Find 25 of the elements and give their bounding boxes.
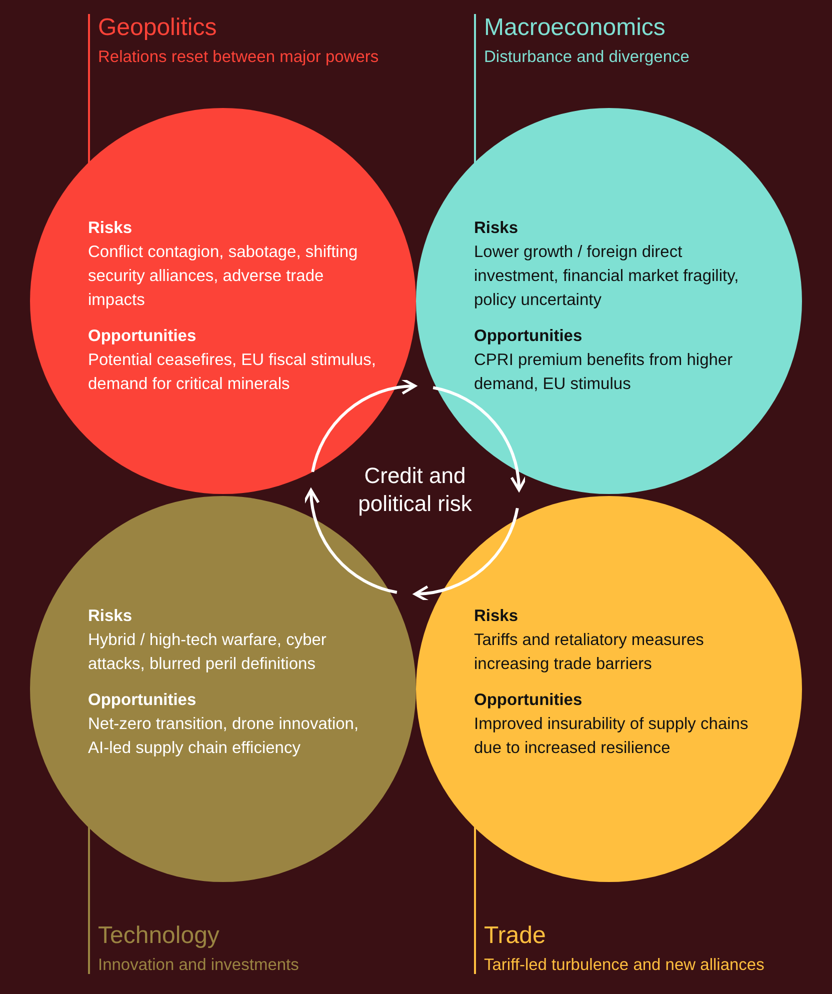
section-text: Tariffs and retaliatory measures increasing trade barriers (474, 630, 705, 675)
topic-subtitle: Disturbance and divergence (484, 48, 690, 67)
section-heading: Risks (474, 606, 520, 627)
section-text: Net-zero transition, drone innovation, AI-led supply chain efficiency (88, 714, 360, 759)
section-heading: Opportunities (474, 326, 584, 347)
topic-heading: Macroeconomics (484, 14, 666, 42)
section-text: Hybrid / high-tech warfare, cyber attacks, blurred peril definitions (88, 630, 328, 675)
topic-heading: Technology (98, 922, 220, 950)
section-heading: Risks (88, 218, 134, 239)
topic-subtitle: Tariff-led turbulence and new alliances (484, 956, 764, 975)
topic-subtitle: Relations reset between major powers (98, 48, 379, 67)
topic-heading: Geopolitics (98, 14, 217, 42)
topic-subtitle: Innovation and investments (98, 956, 299, 975)
section-heading: Opportunities (88, 690, 198, 711)
section-heading: Opportunities (474, 690, 584, 711)
section-text: Conflict contagion, sabotage, shifting security alliances, adverse trade impacts (88, 242, 359, 311)
section-text: Improved insurability of supply chains due to increased resilience (474, 714, 750, 759)
section-text: CPRI premium benefits from higher demand, EU stimulus (474, 350, 734, 395)
topic-heading: Trade (484, 922, 546, 950)
section-heading: Risks (88, 606, 134, 627)
section-heading: Risks (474, 218, 520, 239)
section-heading: Opportunities (88, 326, 198, 347)
center-label: Credit and political risk (357, 462, 473, 518)
section-text: Potential ceasefires, EU fiscal stimulus, demand for critical minerals (88, 350, 377, 395)
section-text: Lower growth / foreign direct investment, financial market fragility, policy uncertainty (474, 242, 740, 311)
